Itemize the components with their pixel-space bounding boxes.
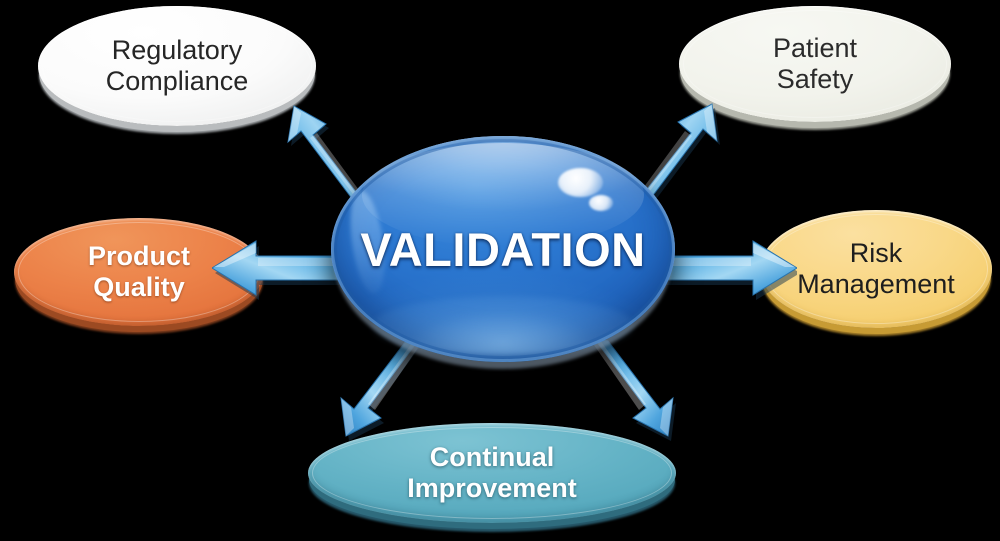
arrow-to-continual-improvement-left-icon <box>340 337 423 441</box>
orb-specular-dot-small <box>589 194 614 211</box>
arrow-to-patient-safety-icon <box>635 103 720 206</box>
arrow-to-risk-management-icon <box>660 240 797 300</box>
node-patient-safety-label: Patient Safety <box>772 32 858 94</box>
node-continual-improvement[interactable]: Continual Improvement <box>308 423 676 523</box>
node-regulatory-compliance[interactable]: Regulatory Compliance <box>38 6 316 126</box>
node-validation-center[interactable]: VALIDATION <box>331 136 675 362</box>
node-continual-improvement-label: Continual Improvement <box>407 441 577 503</box>
node-product-quality-label: Product Quality <box>87 240 190 302</box>
orb-specular-dot-large <box>558 167 603 197</box>
node-regulatory-compliance-label: Regulatory Compliance <box>105 34 249 96</box>
node-risk-management[interactable]: Risk Management <box>760 210 992 328</box>
arrow-to-product-quality-icon <box>212 240 351 300</box>
validation-title: VALIDATION <box>360 222 646 276</box>
arrow-to-regulatory-compliance-icon <box>287 105 368 208</box>
arrow-to-continual-improvement-right-icon <box>592 337 676 441</box>
node-risk-management-label: Risk Management <box>797 237 955 299</box>
